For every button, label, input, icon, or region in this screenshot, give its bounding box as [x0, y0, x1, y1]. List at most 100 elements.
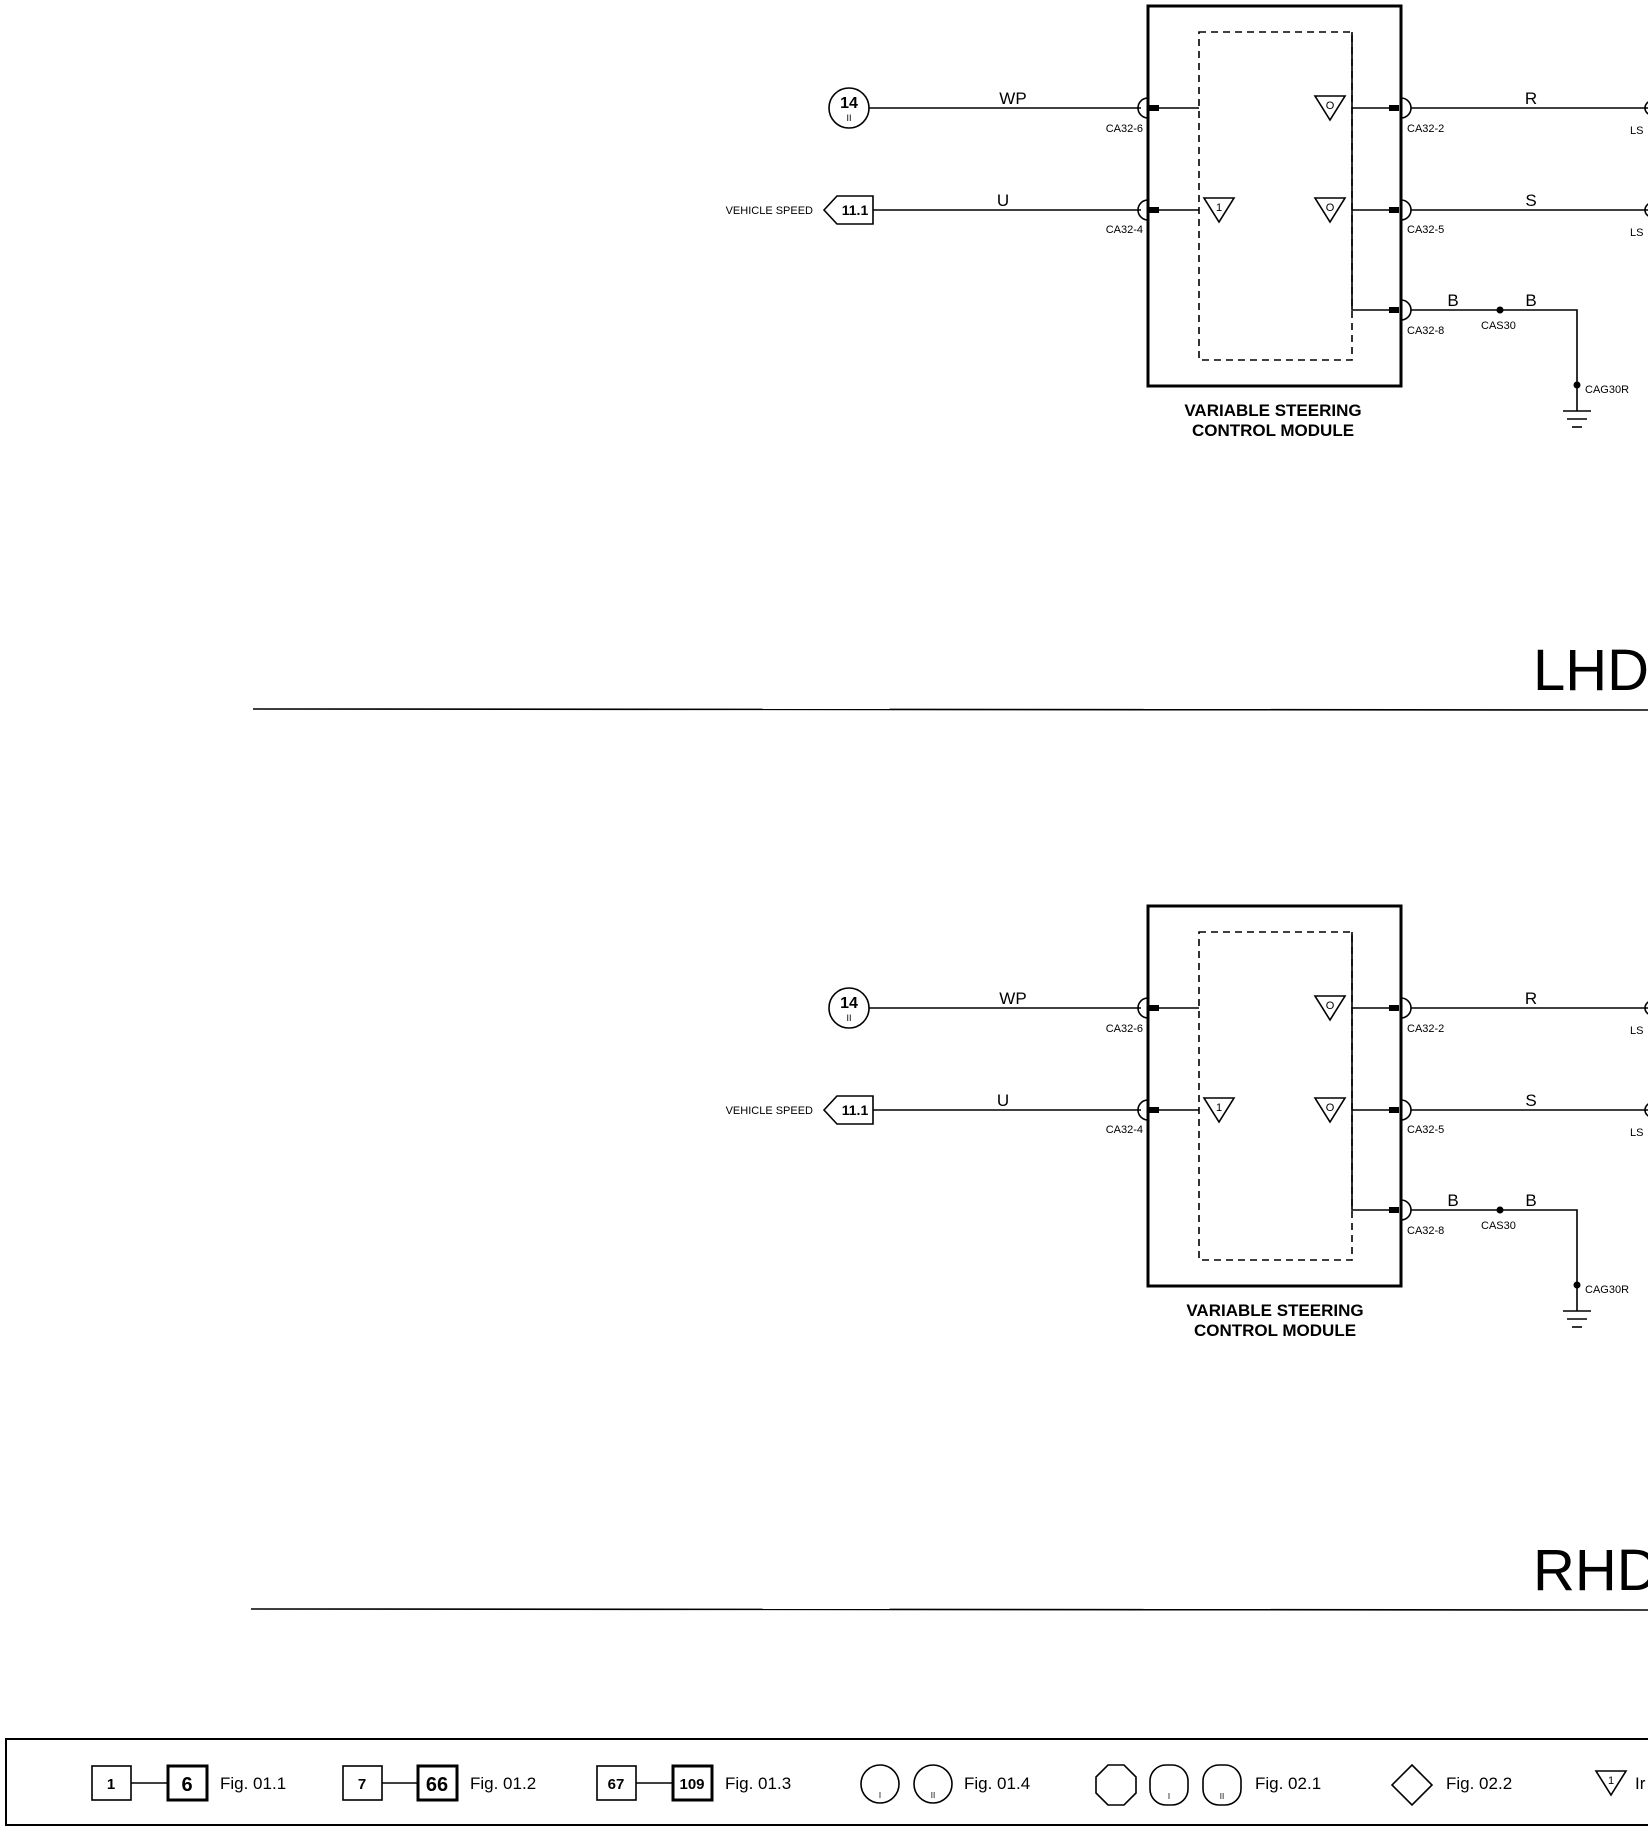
legend-shape-sub: II	[1220, 1792, 1224, 1801]
connector-pin-icon	[1389, 1107, 1399, 1113]
output-circuit-triangle-icon	[1313, 995, 1347, 1022]
control-module-box	[1146, 904, 1403, 1288]
wire-color-label: S	[1525, 191, 1536, 210]
connector-label: CA32-6	[1106, 123, 1143, 135]
connector-pin-icon	[1149, 1005, 1159, 1011]
connector-label: CA32-5	[1407, 224, 1444, 236]
signal-label: VEHICLE SPEED	[726, 1105, 813, 1117]
connector-label: CA32-8	[1407, 325, 1444, 337]
legend-diamond-icon	[1390, 1763, 1434, 1807]
connector-pin-icon	[1389, 307, 1399, 313]
connector-label: CA32-4	[1106, 224, 1143, 236]
output-circuit-triangle-icon	[1313, 95, 1347, 122]
legend-label: Fig. 01.3	[725, 1774, 791, 1793]
legend-ref-box-icon	[166, 1764, 209, 1802]
legend-ref-to: 66	[426, 1774, 448, 1796]
triangle-symbol-text: O	[1326, 202, 1335, 214]
section-heading: LHD	[1533, 638, 1648, 703]
legend-label: Fig. 02.2	[1446, 1774, 1512, 1793]
connector-terminal-icon	[1137, 997, 1149, 1019]
internal-circuit-triangle-icon	[1202, 1097, 1236, 1124]
section-divider	[252, 708, 1648, 711]
wire-color-label: B	[1447, 291, 1458, 310]
destination-connector-icon	[1644, 1103, 1648, 1117]
legend-ref-box-icon	[416, 1764, 459, 1802]
wire-color-label: U	[997, 1091, 1009, 1110]
section-divider	[250, 1608, 1648, 1611]
legend-label: Ir	[1635, 1774, 1646, 1793]
connector-pin-icon	[1389, 1207, 1399, 1213]
rhd-section: 14 II WP CA32-6 VEHICLE SPEED 11.1 U CA3…	[250, 904, 1648, 1611]
destination-label: LS	[1630, 1025, 1643, 1037]
legend-label: Fig. 02.1	[1255, 1774, 1321, 1793]
signal-ref-number: 11.1	[842, 1102, 869, 1118]
connector-label: CA32-6	[1106, 1023, 1143, 1035]
splice-label: CAS30	[1481, 1220, 1516, 1232]
output-circuit-triangle-icon	[1313, 197, 1347, 224]
connector-pin-icon	[1389, 1005, 1399, 1011]
ref-number: 14	[840, 95, 858, 112]
ground-label: CAG30R	[1585, 1284, 1629, 1296]
internal-circuit-triangle-icon	[1202, 197, 1236, 224]
connector-pin-icon	[1389, 105, 1399, 111]
splice-dot-icon	[1496, 1206, 1504, 1214]
module-label-line-2: CONTROL MODULE	[1194, 1321, 1356, 1340]
triangle-symbol-text: O	[1326, 1000, 1335, 1012]
triangle-symbol-text: 1	[1216, 202, 1222, 214]
legend-circle-icon	[913, 1764, 953, 1804]
ground-symbol-icon	[1563, 410, 1591, 428]
connector-terminal-icon	[1137, 1099, 1149, 1121]
legend-shape-sub: I	[1168, 1792, 1170, 1801]
signal-ref-number: 11.1	[842, 202, 869, 218]
ref-sub: II	[846, 1013, 851, 1023]
connector-label: CA32-2	[1407, 123, 1444, 135]
legend-ref-from: 1	[107, 1776, 115, 1793]
wire-color-label: S	[1525, 1091, 1536, 1110]
connector-label: CA32-5	[1407, 1124, 1444, 1136]
connector-label: CA32-4	[1106, 1124, 1143, 1136]
legend-octagon-icon	[1095, 1764, 1137, 1806]
destination-label: LS	[1630, 1127, 1643, 1139]
ground-wire	[1411, 309, 1578, 385]
destination-connector-icon	[1644, 101, 1648, 115]
legend-circle-icon	[860, 1764, 900, 1804]
legend-circle-sub: I	[879, 1791, 881, 1800]
wire-color-label: U	[997, 191, 1009, 210]
module-label-line-1: VARIABLE STEERING	[1184, 401, 1361, 420]
ground-label: CAG30R	[1585, 384, 1629, 396]
wire-color-label: B	[1525, 1191, 1536, 1210]
triangle-symbol-text: O	[1326, 1102, 1335, 1114]
destination-label: LS	[1630, 125, 1643, 137]
legend-label: Fig. 01.2	[470, 1774, 536, 1793]
module-label-line-1: VARIABLE STEERING	[1186, 1301, 1363, 1320]
internal-wire	[1351, 32, 1389, 311]
splice-dot-icon	[1496, 306, 1504, 314]
legend-triangle-text: 1	[1608, 1775, 1614, 1787]
legend-ref-to: 6	[181, 1774, 192, 1796]
legend-ref-from: 7	[358, 1776, 366, 1793]
legend-label: Fig. 01.1	[220, 1774, 286, 1793]
destination-connector-icon	[1644, 1001, 1648, 1015]
output-circuit-triangle-icon	[1313, 1097, 1347, 1124]
wire-color-label: R	[1525, 89, 1537, 108]
ground-wire	[1411, 1209, 1578, 1285]
wire-color-label: R	[1525, 989, 1537, 1008]
legend-rounded-box-icon	[1149, 1764, 1189, 1806]
connector-pin-icon	[1149, 105, 1159, 111]
triangle-symbol-text: 1	[1216, 1102, 1222, 1114]
control-module-internal-box	[1198, 31, 1353, 361]
wire-color-label: B	[1447, 1191, 1458, 1210]
wire-color-label: B	[1525, 291, 1536, 310]
control-module-box	[1146, 4, 1403, 388]
connector-pin-icon	[1149, 207, 1159, 213]
connector-terminal-icon	[1137, 199, 1149, 221]
legend-ref-to: 109	[679, 1776, 704, 1793]
legend-frame	[5, 1738, 1648, 1826]
connector-terminal-icon	[1137, 97, 1149, 119]
signal-label: VEHICLE SPEED	[726, 205, 813, 217]
ref-number: 14	[840, 995, 858, 1012]
legend-ref-from: 67	[608, 1776, 625, 1793]
wire-color-label: WP	[999, 989, 1026, 1008]
control-module-internal-box	[1198, 931, 1353, 1261]
